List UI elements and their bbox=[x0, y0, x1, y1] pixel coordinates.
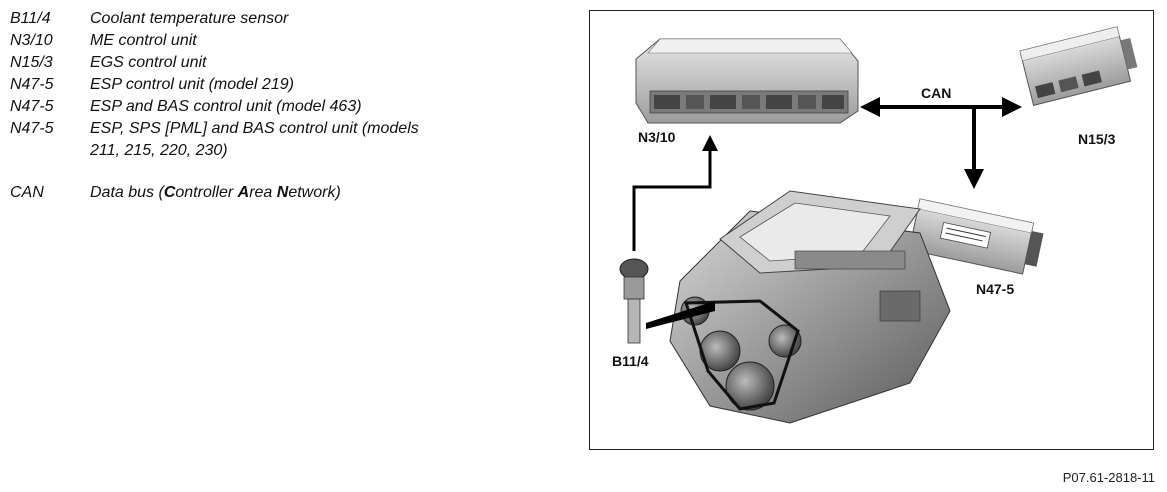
can-bus-arrows bbox=[860, 97, 1022, 189]
legend: B11/4 Coolant temperature sensor N3/10 M… bbox=[10, 8, 570, 204]
can-text: Data bus ( bbox=[90, 184, 164, 201]
esp-control-unit-n47-5 bbox=[908, 198, 1044, 275]
can-bold-letter: N bbox=[276, 184, 289, 201]
legend-item: N47-5 ESP, SPS [PML] and BAS control uni… bbox=[10, 118, 450, 162]
can-bold-letter: A bbox=[237, 184, 250, 201]
legend-description: ESP and BAS control unit (model 463) bbox=[90, 98, 362, 115]
legend-description: ESP, SPS [PML] and BAS control unit (mod… bbox=[90, 120, 419, 159]
legend-description: Coolant temperature sensor bbox=[90, 10, 289, 27]
label-b11-4: B11/4 bbox=[612, 353, 649, 369]
legend-item: B11/4 Coolant temperature sensor bbox=[10, 8, 570, 30]
label-n15-3: N15/3 bbox=[1078, 131, 1116, 147]
sensor-signal-line bbox=[632, 135, 718, 251]
engine-illustration bbox=[669, 190, 951, 424]
legend-code: B11/4 bbox=[10, 10, 51, 27]
legend-description: Data bus (Controller Area Network) bbox=[90, 182, 570, 204]
legend-description: EGS control unit bbox=[90, 54, 207, 71]
legend-item-can: CAN Data bus (Controller Area Network) bbox=[10, 182, 570, 204]
can-text: etwork) bbox=[288, 184, 341, 201]
label-n47-5: N47-5 bbox=[976, 281, 1015, 297]
label-can: CAN bbox=[921, 85, 952, 101]
me-control-unit-n3-10 bbox=[635, 38, 859, 124]
legend-code: N3/10 bbox=[10, 32, 53, 49]
label-n3-10: N3/10 bbox=[638, 129, 676, 145]
can-bold-letter: C bbox=[163, 184, 176, 201]
legend-description: ME control unit bbox=[90, 32, 197, 49]
legend-description: ESP control unit (model 219) bbox=[90, 76, 294, 93]
can-text: rea bbox=[249, 184, 277, 201]
diagram-frame: N3/10 CAN N15/3 N47-5 B11/4 bbox=[589, 10, 1154, 450]
legend-code: N47-5 bbox=[10, 76, 54, 93]
egs-control-unit-n15-3 bbox=[1019, 26, 1138, 106]
can-text: ontroller bbox=[175, 184, 238, 201]
legend-code: N47-5 bbox=[10, 98, 54, 115]
figure-reference: P07.61-2818-11 bbox=[1062, 470, 1155, 485]
legend-code: N47-5 bbox=[10, 120, 54, 137]
legend-item: N3/10 ME control unit bbox=[10, 30, 570, 52]
legend-item: N15/3 EGS control unit bbox=[10, 52, 570, 74]
legend-item: N47-5 ESP and BAS control unit (model 46… bbox=[10, 96, 570, 118]
diagram-drawing bbox=[619, 26, 1138, 424]
legend-code: CAN bbox=[10, 184, 44, 201]
coolant-temperature-sensor-b11-4 bbox=[619, 258, 715, 344]
legend-spacer bbox=[10, 162, 570, 182]
legend-code: N15/3 bbox=[10, 54, 53, 71]
legend-item: N47-5 ESP control unit (model 219) bbox=[10, 74, 570, 96]
